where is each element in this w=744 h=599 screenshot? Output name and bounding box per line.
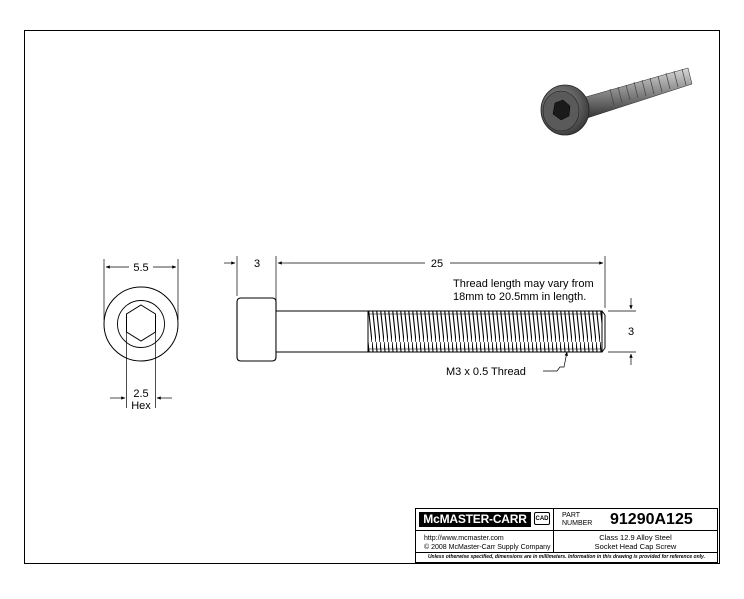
drawing-border [24,30,720,564]
head-end-view [103,286,179,362]
hex-dimension [110,330,172,408]
thread-length-note-line1: Thread length may vary from [453,278,594,290]
cad-badge: CAD [534,512,550,525]
thread-diameter-label: 3 [628,326,634,338]
thread-diameter-dimension [608,298,636,365]
screw-side-view [236,297,606,362]
part-number: 91290A125 [610,511,693,528]
length-dimension [289,256,606,308]
description-line1: Class 12.9 Alloy Steel [599,533,672,542]
company-info: http://www.mcmaster.com © 2008 McMaster-… [416,531,554,553]
length-label: 25 [431,258,443,270]
part-cell: PART NUMBER 91290A125 [554,509,717,531]
logo-cell: McMASTER-CARR CAD [416,509,554,531]
head-diameter-label: 5.5 [133,262,148,274]
thread-length-note-line2: 18mm to 20.5mm in length. [453,291,586,303]
screw-render-icon [540,67,693,136]
company-url: http://www.mcmaster.com [424,535,504,542]
description-line2: Socket Head Cap Screw [594,542,677,551]
thread-callout-leader [543,351,568,372]
part-number-label: PART NUMBER [562,512,593,527]
hex-label: Hex [131,400,151,412]
head-height-label: 3 [254,258,260,270]
head-height-dimension [224,256,289,308]
part-description: Class 12.9 Alloy Steel Socket Head Cap S… [554,531,717,553]
hex-size-label: 2.5 [133,388,148,400]
head-diameter-dimension [103,259,179,320]
disclaimer-text: Unless otherwise specified, dimensions a… [427,554,706,560]
thread-callout-label: M3 x 0.5 Thread [446,366,526,378]
title-block: McMASTER-CARR CAD PART NUMBER 91290A125 … [415,508,718,563]
copyright-text: © 2008 McMaster-Carr Supply Company [424,544,551,551]
brand-logo: McMASTER-CARR [419,512,531,527]
